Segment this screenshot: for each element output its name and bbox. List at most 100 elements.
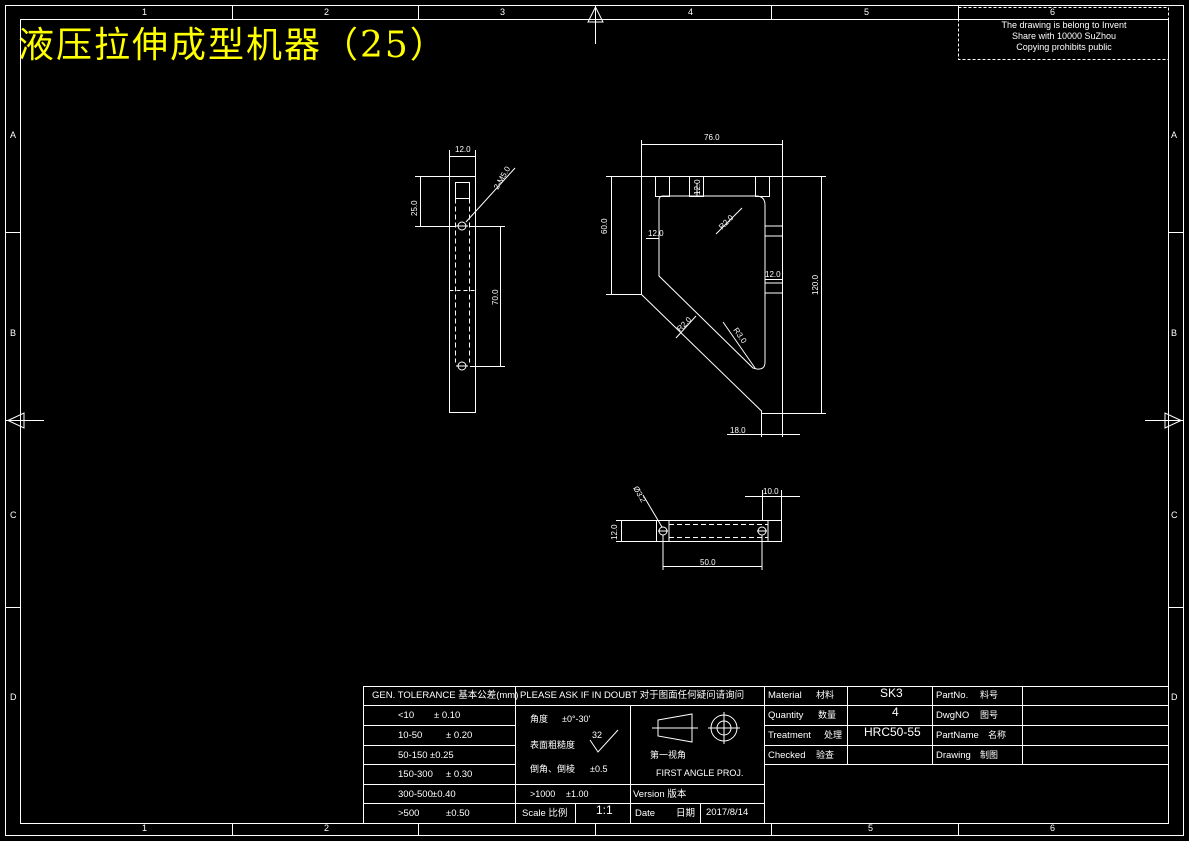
tol-range-3: 50-150: [398, 750, 428, 761]
drawing-title: 液压拉伸成型机器（25）: [18, 25, 448, 66]
zone-col-2-bottom: 2: [324, 823, 330, 833]
over-1000-label: >1000: [530, 789, 556, 799]
dim-front-r-bottom: R3.0: [731, 326, 748, 345]
quantity-value: 4: [892, 705, 899, 719]
zone-col-3: 3: [500, 7, 506, 17]
date-label: Date: [635, 808, 656, 819]
treatment-value: HRC50-55: [864, 725, 921, 739]
dim-bottom-end: 10.0: [763, 487, 779, 496]
roughness-label: 表面粗糙度: [530, 740, 576, 750]
over-1000-value: ±1.00: [566, 789, 589, 799]
checked-cn: 验查: [816, 750, 835, 760]
side-view: [415, 150, 516, 413]
quantity-cn: 数量: [818, 710, 837, 720]
projection-en: FIRST ANGLE PROJ.: [656, 768, 744, 778]
dim-side-span: 70.0: [491, 289, 500, 305]
tol-range-1: <10: [398, 710, 415, 721]
zone-col-6-bottom: 6: [1050, 823, 1056, 833]
drawing-label: Drawing: [936, 750, 971, 761]
dim-bottom-span: 50.0: [700, 558, 716, 567]
partname-cn: 名称: [988, 730, 1007, 740]
treatment-cn: 处理: [824, 730, 843, 740]
roughness-value: 32: [592, 730, 603, 740]
zone-col-4: 4: [688, 7, 694, 17]
scale-label: Scale 比例: [522, 808, 568, 819]
dim-front-wall-right: 12.0: [765, 270, 781, 279]
partno-cn: 料号: [980, 690, 999, 700]
tol-value-5: ±0.40: [432, 789, 456, 800]
tol-range-5: 300-500: [398, 789, 433, 800]
zone-col-2: 2: [324, 7, 330, 17]
copyright-notice: The drawing is belong to Invent Share wi…: [960, 20, 1168, 53]
material-value: SK3: [880, 686, 903, 700]
tol-value-4: ± 0.30: [446, 769, 473, 780]
title-block: [363, 686, 1169, 824]
zone-col-5-bottom: 5: [868, 823, 874, 833]
roughness-icon: [589, 729, 619, 753]
notice-line-3: Copying prohibits public: [1016, 42, 1112, 52]
material-label: Material: [768, 690, 802, 701]
projection-cn: 第一视角: [650, 750, 687, 760]
dim-front-r-top: R2.0: [717, 213, 736, 232]
chamfer-label: 倒角、倒棱: [530, 764, 576, 774]
dim-side-width: 12.0: [455, 145, 471, 154]
notice-line-1: The drawing is belong to Invent: [1001, 20, 1127, 30]
dim-bottom-height: 12.0: [610, 524, 619, 540]
front-view: [606, 140, 826, 437]
scale-value: 1:1: [596, 803, 613, 817]
dim-front-height-left: 60.0: [600, 218, 609, 234]
tol-value-1: ± 0.10: [434, 710, 461, 721]
angle-value: ±0°-30': [562, 714, 591, 724]
zone-row-b: B: [10, 328, 17, 338]
zone-row-a: A: [10, 130, 17, 140]
angle-label: 角度: [530, 714, 549, 724]
quantity-label: Quantity: [768, 710, 804, 721]
zone-col-6: 6: [1050, 7, 1056, 17]
dim-front-width: 76.0: [704, 133, 720, 142]
date-cn: 日期: [676, 808, 696, 819]
bottom-view: [616, 490, 800, 570]
dim-front-foot: 18.0: [730, 426, 746, 435]
partname-label: PartName: [936, 730, 979, 741]
tol-range-6: >500: [398, 808, 420, 819]
zone-row-c-right: C: [1171, 510, 1178, 520]
dim-front-wall-top: 12.0: [693, 179, 702, 195]
tol-value-6: ±0.50: [446, 808, 470, 819]
version-label: Version 版本: [633, 789, 687, 800]
material-cn: 材料: [816, 690, 835, 700]
please-ask-note: PLEASE ASK IF IN DOUBT 对于图面任何疑问请询问: [520, 690, 745, 701]
zone-col-1-bottom: 1: [142, 823, 148, 833]
gen-tolerance-heading: GEN. TOLERANCE 基本公差(mm): [372, 690, 519, 701]
centering-marks: [5, 5, 1184, 429]
notice-box: [958, 7, 1169, 60]
partno-label: PartNo.: [936, 690, 969, 701]
tol-range-2: 10-50: [398, 730, 423, 741]
zone-row-d: D: [10, 692, 17, 702]
projection-cone-icon: [657, 713, 693, 743]
tol-value-2: ± 0.20: [446, 730, 473, 741]
dimension-labels: 12.0 2-M5.0 25.0 70.0 76.0 60.0 120.0 12…: [410, 133, 820, 567]
dim-front-height-right: 120.0: [811, 274, 820, 295]
zone-ticks: [5, 5, 1184, 836]
tol-range-4: 150-300: [398, 769, 433, 780]
zone-row-b-right: B: [1171, 328, 1178, 338]
chamfer-value: ±0.5: [590, 764, 608, 774]
dwgno-label: DwgNO: [936, 710, 970, 721]
dim-front-r-mid: R2.0: [675, 315, 694, 334]
dwgno-cn: 图号: [980, 710, 999, 720]
outer-frame: [5, 5, 1184, 836]
notice-line-2: Share with 10000 SuZhou: [1011, 31, 1117, 41]
tol-value-3: ±0.25: [430, 750, 454, 761]
zone-row-c: C: [10, 510, 17, 520]
inner-frame: [20, 19, 1169, 824]
checked-label: Checked: [768, 750, 806, 761]
dim-bottom-hole: Ø3.2: [631, 485, 648, 505]
treatment-label: Treatment: [768, 730, 811, 741]
date-value: 2017/8/14: [706, 807, 749, 818]
dim-side-hole: 2-M5.0: [492, 164, 513, 191]
dim-front-wall-left: 12.0: [648, 229, 664, 238]
dim-side-top: 25.0: [410, 200, 419, 216]
zone-row-a-right: A: [1171, 130, 1178, 140]
zone-row-d-right: D: [1171, 692, 1178, 702]
